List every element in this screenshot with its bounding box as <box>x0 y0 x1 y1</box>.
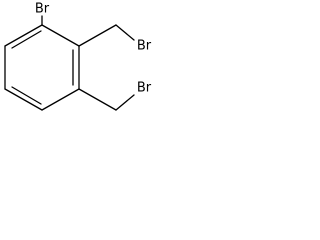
atom-label-br-top: Br <box>35 2 50 17</box>
atom-label-br-middle: Br <box>137 39 152 54</box>
bond-ring-ch2-upper <box>78 24 117 47</box>
ring-bond-top-right <box>41 24 80 47</box>
ring-bond-top-left <box>4 24 43 47</box>
bond-ch2-br-lower <box>115 94 135 111</box>
bond-ring-ch2-lower <box>78 88 117 111</box>
molecule-structure: Br Br Br <box>4 2 152 111</box>
ring-bond-bottom-left <box>4 88 43 111</box>
ring-double-bond-top-left <box>11 30 42 49</box>
bond-ch2-br-upper <box>115 24 135 41</box>
ring-double-bond-bottom-left <box>11 86 42 105</box>
atom-label-br-bottom: Br <box>137 81 152 96</box>
ring-bond-bottom-right <box>41 88 80 111</box>
